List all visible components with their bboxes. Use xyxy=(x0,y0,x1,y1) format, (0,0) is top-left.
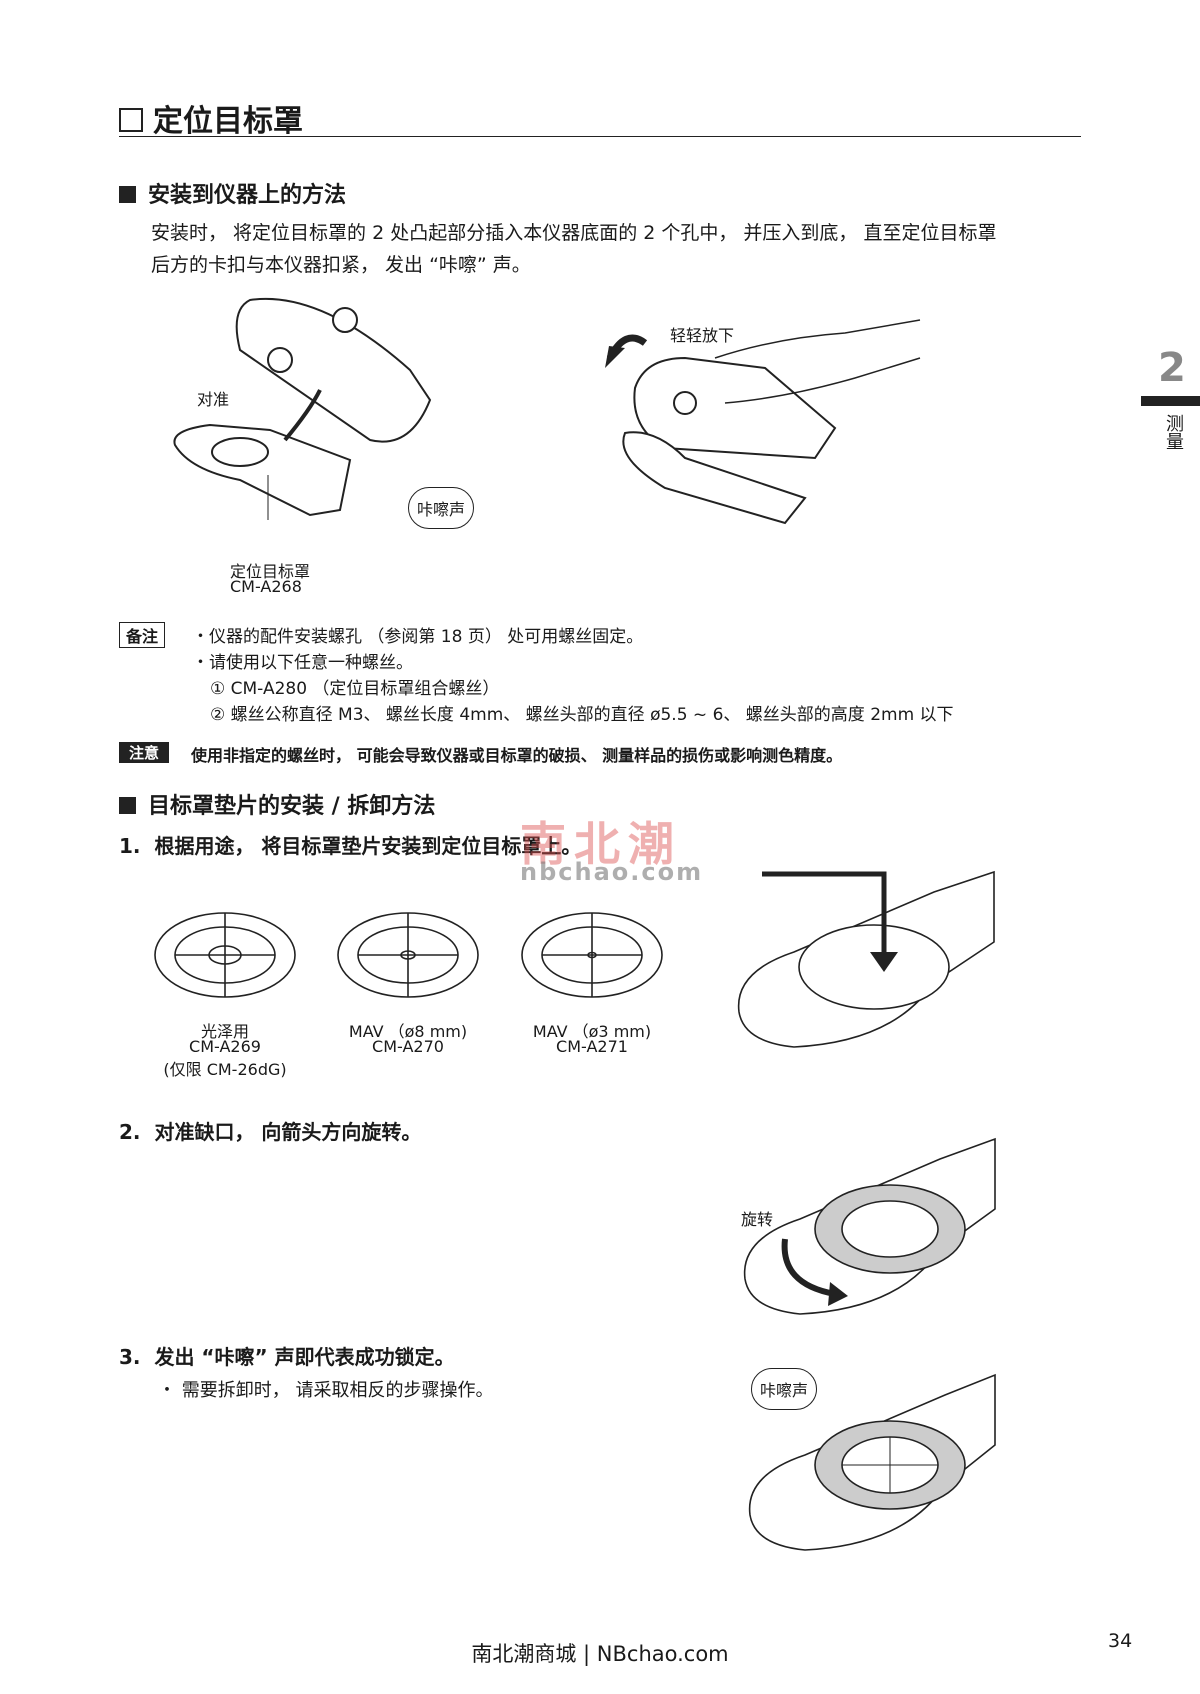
pad-code: CM-A269 xyxy=(189,1037,261,1056)
instrument-attach-illustration xyxy=(173,297,432,520)
footer-text: 南北潮商城 | NBchao.com xyxy=(471,1642,729,1666)
pad-mav3 xyxy=(521,912,663,998)
chapter-label: 测量 xyxy=(1163,414,1184,450)
pad-locked-illustration xyxy=(748,1373,996,1551)
step-3-subnote: ・ 需要拆卸时， 请采取相反的步骤操作。 xyxy=(158,1380,494,1401)
caution-tag-text: 注意 xyxy=(119,742,170,763)
chapter-number: 2 xyxy=(1158,345,1186,391)
watermark-en: nbchao.com xyxy=(520,858,704,886)
page-number: 34 xyxy=(1108,1630,1133,1652)
paragraph-line: 后方的卡扣与本仪器扣紧， 发出 “咔嚓” 声。 xyxy=(151,254,531,276)
chapter-bar xyxy=(1141,396,1200,406)
speech-bubble-click: 咔嚓声 xyxy=(751,1368,818,1410)
label-part-name: 定位目标罩 xyxy=(230,562,311,581)
note-tag-text: 备注 xyxy=(119,622,166,648)
note-item: ② 螺丝公称直径 M3、 螺丝长度 4mm、 螺丝头部的直径 ø5.5 ~ 6、… xyxy=(210,705,954,725)
paragraph-line: 安装时， 将定位目标罩的 2 处凸起部分插入本仪器底面的 2 个孔中， 并压入到… xyxy=(151,222,997,244)
label-gently: 轻轻放下 xyxy=(670,326,735,345)
pad-mav8 xyxy=(337,912,479,998)
step-text: 发出 “咔嚓” 声即代表成功锁定。 xyxy=(154,1345,455,1369)
section-heading-pad: 目标罩垫片的安装 / 拆卸方法 xyxy=(119,788,435,820)
target-pads-illustration xyxy=(154,912,663,998)
pad-rotate-illustration xyxy=(743,1137,996,1315)
step-1: 1. 根据用途， 将目标罩垫片安装到定位目标罩上。 xyxy=(119,830,581,859)
caution-text: 使用非指定的螺丝时， 可能会导致仪器或目标罩的破损、 测量样品的损伤或影响测色精… xyxy=(191,746,843,765)
pad-gloss xyxy=(154,912,296,998)
title-divider xyxy=(119,136,1081,137)
step-number: 2. xyxy=(119,1120,141,1144)
bullet-square-icon xyxy=(119,186,136,203)
watermark-cn: 南北潮 xyxy=(520,817,682,871)
step-number: 3. xyxy=(119,1345,141,1369)
bullet-square-icon xyxy=(119,797,136,814)
pad-insert-illustration xyxy=(737,870,995,1048)
pad-label: 光泽用 xyxy=(200,1022,250,1041)
checkbox-square-icon xyxy=(119,108,143,132)
label-align: 对准 xyxy=(197,390,230,409)
step-3: 3. 发出 “咔嚓” 声即代表成功锁定。 xyxy=(119,1341,455,1370)
pad-code: CM-A271 xyxy=(556,1037,628,1056)
label-rotate: 旋转 xyxy=(741,1210,774,1229)
step-text: 对准缺口， 向箭头方向旋转。 xyxy=(154,1120,422,1144)
pad-note: (仅限 CM-26dG) xyxy=(163,1060,287,1079)
step-2: 2. 对准缺口， 向箭头方向旋转。 xyxy=(119,1116,421,1145)
note-item: ・请使用以下任意一种螺丝。 xyxy=(192,653,413,673)
page-title: 定位目标罩 xyxy=(119,96,303,140)
note-tag: 备注 xyxy=(119,622,166,648)
step-number: 1. xyxy=(119,834,141,858)
speech-bubble-click: 咔嚓声 xyxy=(408,487,475,529)
label-part-code: CM-A268 xyxy=(230,577,302,596)
pad-code: CM-A270 xyxy=(372,1037,444,1056)
note-item: ① CM-A280 （定位目标罩组合螺丝） xyxy=(210,679,500,699)
instrument-lower-illustration xyxy=(605,319,921,525)
section-heading-install: 安装到仪器上的方法 xyxy=(119,177,346,209)
pad-label: MAV （ø8 mm) xyxy=(348,1022,468,1041)
step-text: 根据用途， 将目标罩垫片安装到定位目标罩上。 xyxy=(154,834,582,858)
pad-label: MAV （ø3 mm) xyxy=(532,1022,652,1041)
page-title-text: 定位目标罩 xyxy=(153,104,303,139)
note-item: ・仪器的配件安装螺孔 （参阅第 18 页） 处可用螺丝固定。 xyxy=(192,627,644,647)
caution-tag: 注意 xyxy=(119,742,170,763)
